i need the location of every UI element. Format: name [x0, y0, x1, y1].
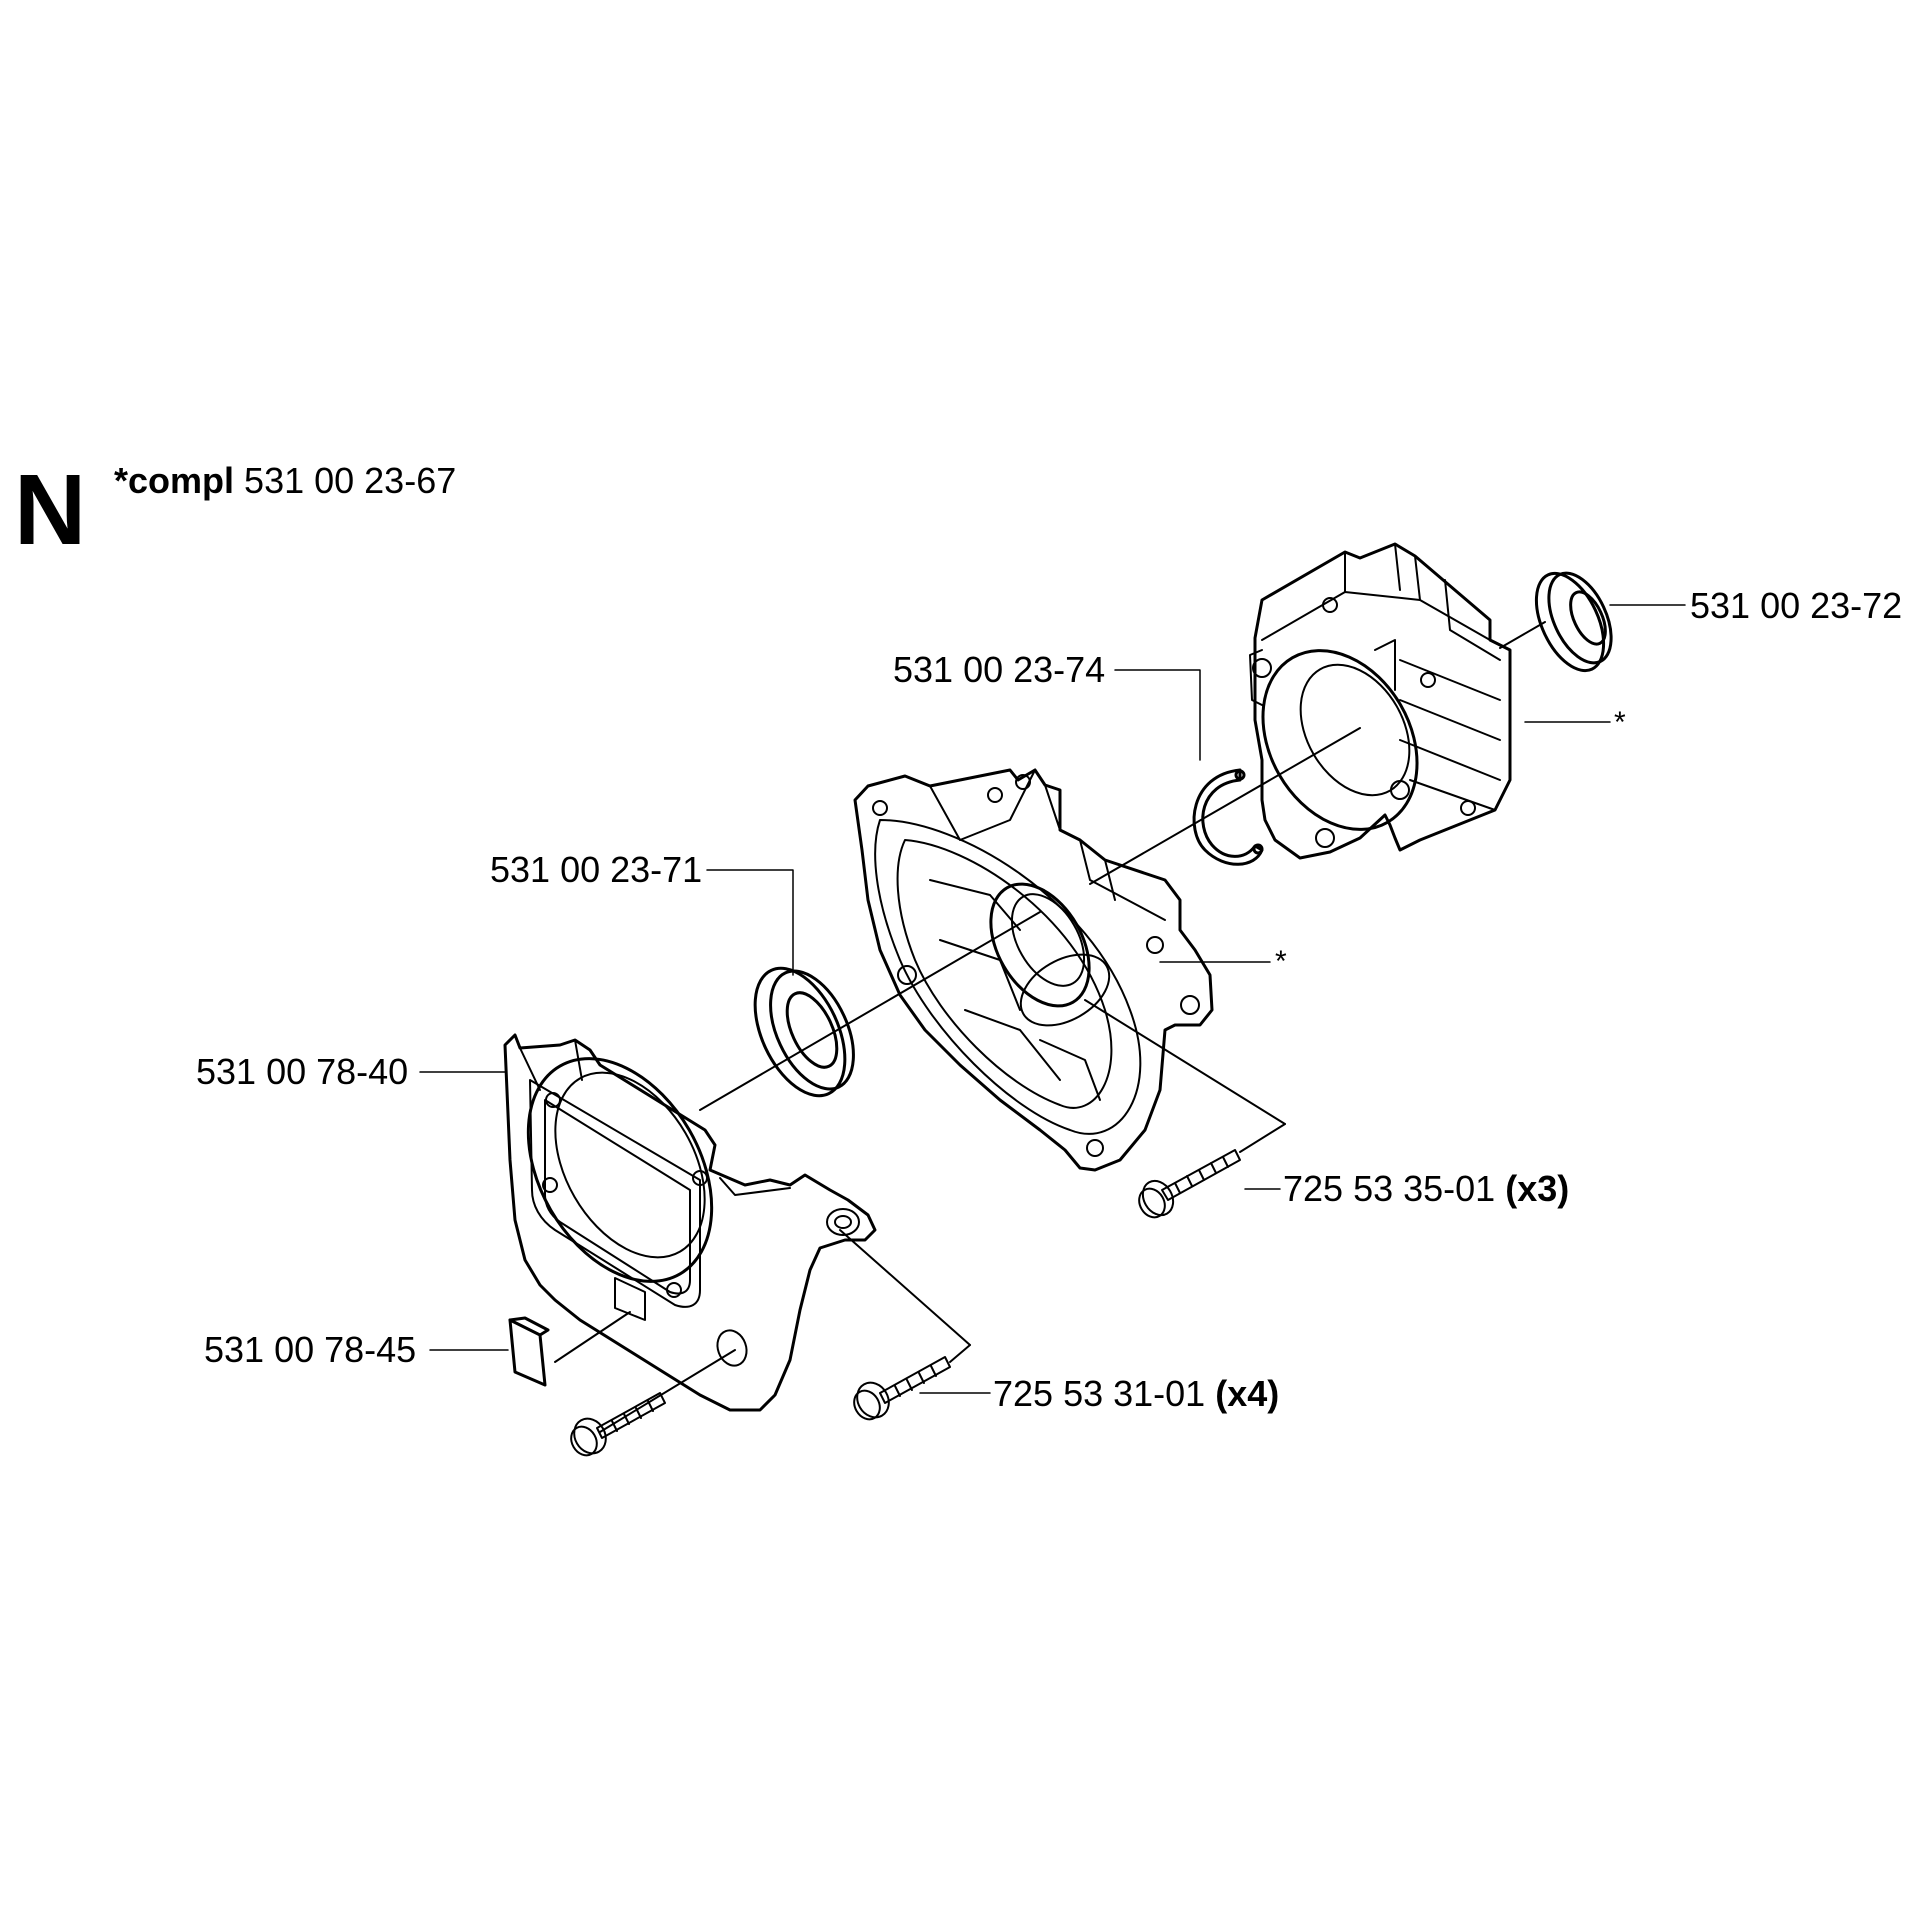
- plug: [508, 1316, 550, 1387]
- leader-lines: [419, 604, 1686, 1394]
- callout-crankcase-left: *: [1275, 944, 1287, 980]
- screw-cover-b: [570, 1392, 666, 1457]
- callout-circlip: 531 00 23-74: [893, 652, 1105, 688]
- callout-crankcase-right-part-number: *: [1614, 706, 1626, 739]
- callout-screw-crankcase: 725 53 35-01 (x3): [1283, 1171, 1569, 1207]
- assembly-axis-line: [699, 621, 1546, 1111]
- callout-screw-cover-part-number: 725 53 31-01: [993, 1373, 1206, 1414]
- clutch-cover: [503, 1033, 877, 1412]
- callout-crankcase-right: *: [1614, 705, 1626, 741]
- callout-bearing-right-part-number: 531 00 23-72: [1690, 585, 1903, 626]
- assembly-lines: [554, 999, 1286, 1433]
- bearing-left: [753, 966, 855, 1098]
- callout-bearing-left-part-number: 531 00 23-71: [490, 849, 703, 890]
- callout-plug-part-number: 531 00 78-45: [204, 1329, 417, 1370]
- callout-cover-part-number: 531 00 78-40: [196, 1051, 409, 1092]
- callout-crankcase-left-part-number: *: [1275, 945, 1287, 978]
- heading-prefix: *compl: [114, 460, 235, 501]
- heading-part-number: 531 00 23-67: [244, 460, 457, 501]
- callout-bearing-left: 531 00 23-71: [490, 852, 702, 888]
- assembly-heading: *compl 531 00 23-67: [114, 463, 456, 499]
- screw-cover-a: [853, 1356, 951, 1421]
- circlip: [1192, 768, 1264, 866]
- callout-screw-cover-qty: (x4): [1215, 1373, 1280, 1414]
- callout-plug: 531 00 78-45: [204, 1332, 416, 1368]
- screw-crankcase: [1138, 1149, 1241, 1219]
- bearing-right: [1534, 571, 1613, 673]
- section-letter: N: [14, 454, 87, 566]
- callout-circlip-part-number: 531 00 23-74: [893, 649, 1106, 690]
- callout-screw-cover: 725 53 31-01 (x4): [993, 1376, 1279, 1412]
- crankcase-right-half: [1249, 542, 1512, 860]
- callout-screw-crankcase-part-number: 725 53 35-01: [1283, 1168, 1496, 1209]
- callout-bearing-right: 531 00 23-72: [1690, 588, 1902, 624]
- callout-cover: 531 00 78-40: [196, 1054, 408, 1090]
- crankcase-left-half: [853, 768, 1214, 1172]
- callout-screw-crankcase-qty: (x3): [1505, 1168, 1570, 1209]
